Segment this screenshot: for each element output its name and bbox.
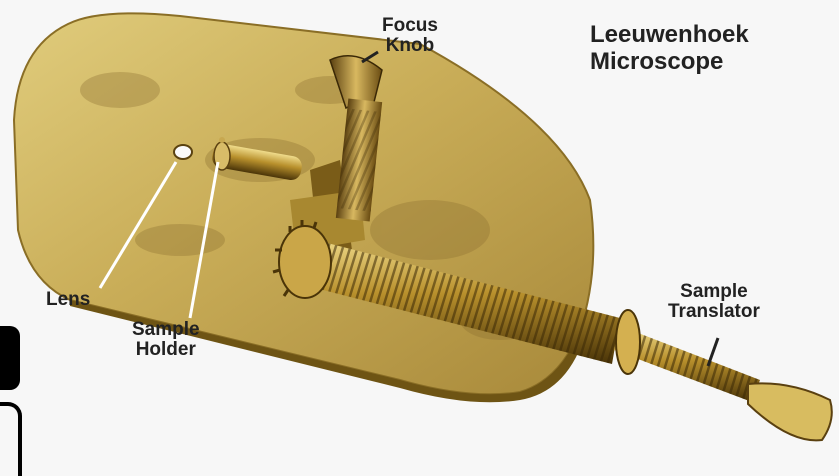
label-sample-translator-line-2: Translator [668, 302, 760, 322]
label-focus-knob-line-2: Knob [382, 36, 438, 56]
label-focus-knob-line-1: Focus [382, 16, 438, 36]
label-lens: Lens [46, 290, 90, 310]
leader-sample-translator [708, 338, 718, 366]
diagram-title: Leeuwenhoek Microscope [590, 22, 749, 76]
label-sample-translator: Sample Translator [668, 282, 760, 322]
edge-fragment-top [0, 326, 20, 390]
label-sample-holder: Sample Holder [132, 320, 200, 360]
lens-hole [174, 145, 192, 159]
label-sample-translator-line-1: Sample [668, 282, 760, 302]
label-focus-knob: Focus Knob [382, 16, 438, 56]
title-line-2: Microscope [590, 49, 749, 76]
label-lens-text: Lens [46, 290, 90, 310]
label-sample-holder-line-2: Holder [132, 340, 200, 360]
edge-fragment-bottom [0, 402, 22, 476]
title-line-1: Leeuwenhoek [590, 22, 749, 49]
label-sample-holder-line-1: Sample [132, 320, 200, 340]
